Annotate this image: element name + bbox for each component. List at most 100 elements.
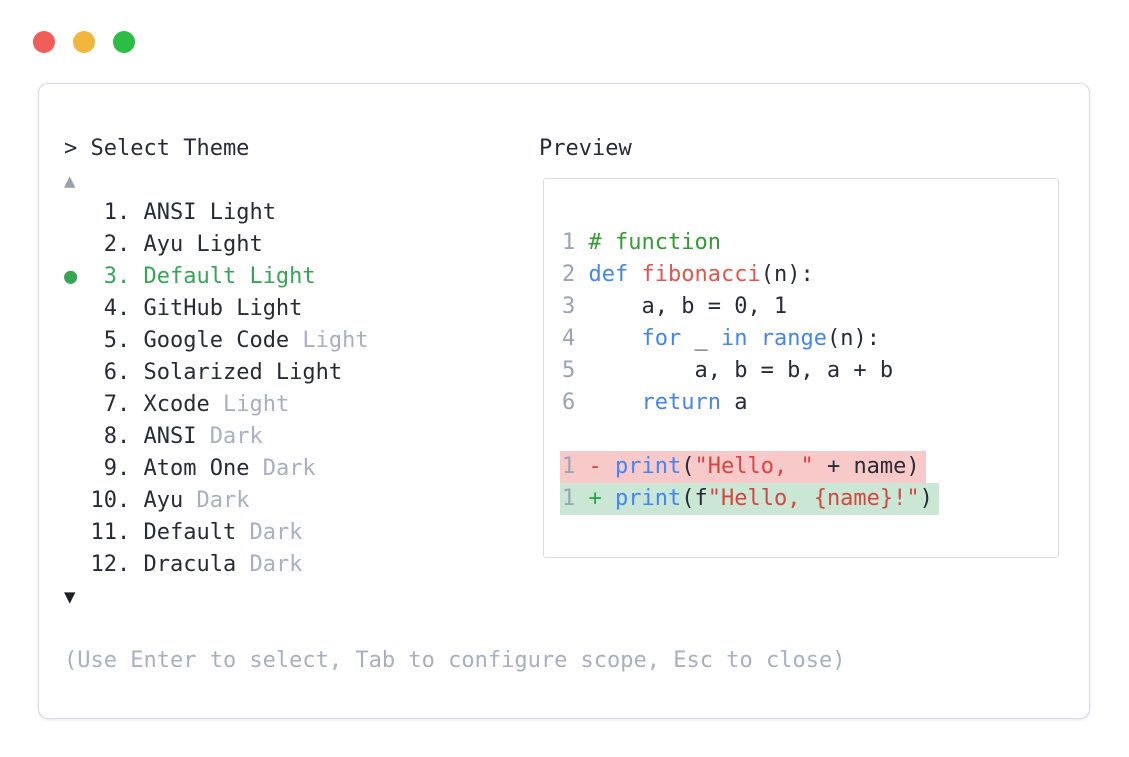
- code-token: print: [615, 486, 682, 511]
- line-content: 3 a, b = 0, 1: [562, 291, 787, 323]
- code-line: 2 def fibonacci(n):: [562, 259, 939, 291]
- code-token: for: [641, 326, 682, 351]
- code-token: -: [588, 454, 615, 479]
- theme-name: Xcode: [143, 392, 210, 417]
- bullet-spacer: [64, 360, 77, 385]
- theme-name: Dracula: [143, 552, 237, 577]
- bullet-spacer: [64, 456, 77, 481]
- line-content: 1 + print(f"Hello, {name}!"): [560, 483, 939, 515]
- theme-number: 4.: [77, 296, 144, 321]
- theme-name: Ayu Light: [143, 232, 263, 257]
- theme-variant-suffix: Light: [289, 328, 369, 353]
- theme-name: ANSI Light: [143, 200, 276, 225]
- line-number: 6: [562, 390, 589, 415]
- diff-line-added: 1 + print(f"Hello, {name}!"): [560, 483, 939, 515]
- traffic-light-close-button[interactable]: [33, 31, 55, 53]
- theme-list-item[interactable]: 10. Ayu Dark: [64, 485, 845, 517]
- theme-variant-suffix: Dark: [249, 456, 316, 481]
- line-content: 2 def fibonacci(n):: [562, 259, 814, 291]
- theme-name: ANSI: [143, 424, 197, 449]
- scroll-down-icon[interactable]: ▼: [64, 586, 76, 608]
- code-token: return: [641, 390, 721, 415]
- code-token: + name): [813, 454, 920, 479]
- code-token: [628, 262, 641, 287]
- theme-name: Atom One: [143, 456, 250, 481]
- traffic-light-minimize-button[interactable]: [73, 31, 95, 53]
- code-token: "Hello, ": [694, 454, 814, 479]
- theme-list-item[interactable]: 1. ANSI Light: [64, 197, 845, 229]
- theme-variant-suffix: Light: [209, 392, 290, 417]
- theme-selector-column: > Select Theme ▲ 1. ANSI Light 2. Ayu Li…: [64, 133, 845, 677]
- code-token: print: [615, 454, 682, 479]
- code-line: 6 return a: [562, 387, 939, 419]
- bullet-spacer: [64, 424, 77, 449]
- keyboard-hint: (Use Enter to select, Tab to configure s…: [64, 648, 846, 673]
- theme-variant-suffix: Dark: [236, 520, 303, 545]
- theme-number: 5.: [77, 328, 144, 353]
- theme-list-item[interactable]: 6. Solarized Light: [64, 357, 845, 389]
- window-controls: [33, 31, 135, 53]
- code-token: a, b = b, a + b: [588, 358, 894, 383]
- theme-list-item[interactable]: 8. ANSI Dark: [64, 421, 845, 453]
- code-token: a: [720, 390, 748, 415]
- code-token: (f: [681, 486, 708, 511]
- code-token: # function: [588, 230, 721, 255]
- code-line: 1 # function: [562, 227, 939, 259]
- code-token: [589, 390, 642, 415]
- theme-name: Ayu: [143, 488, 184, 513]
- code-token: +: [588, 486, 615, 511]
- code-line: 3 a, b = 0, 1: [562, 291, 939, 323]
- traffic-light-maximize-button[interactable]: [113, 31, 135, 53]
- select-theme-prompt: > Select Theme: [64, 136, 250, 161]
- code-token: (n):: [826, 326, 880, 351]
- line-number: 3: [562, 294, 589, 319]
- theme-name: Default Light: [143, 264, 316, 289]
- code-token: (: [681, 454, 695, 479]
- bullet-spacer: [64, 296, 77, 321]
- code-token: ): [919, 486, 933, 511]
- theme-number: 10.: [77, 488, 144, 513]
- bullet-spacer: [64, 200, 77, 225]
- line-content: 6 return a: [562, 387, 747, 419]
- theme-list-item[interactable]: 5. Google Code Light: [64, 325, 845, 357]
- theme-variant-suffix: Dark: [236, 552, 303, 577]
- bullet-spacer: [64, 392, 77, 417]
- theme-list-item[interactable]: 12. Dracula Dark: [64, 549, 845, 581]
- theme-list-item[interactable]: 4. GitHub Light: [64, 293, 845, 325]
- spacer: [64, 613, 845, 645]
- code-token: in: [720, 326, 748, 351]
- line-content: 1 - print("Hello, " + name): [560, 451, 926, 483]
- bullet-spacer: [64, 328, 77, 353]
- theme-list-item[interactable]: 2. Ayu Light: [64, 229, 845, 261]
- theme-name: Default: [143, 520, 237, 545]
- bullet-spacer: [64, 488, 77, 513]
- scroll-up-icon[interactable]: ▲: [64, 170, 76, 192]
- line-number: 1: [562, 230, 589, 255]
- theme-number: 8.: [77, 424, 144, 449]
- diff-line-removed: 1 - print("Hello, " + name): [560, 451, 939, 483]
- line-number: 5: [562, 358, 589, 383]
- code-token: def: [588, 262, 629, 287]
- line-content: 4 for _ in range(n):: [562, 323, 880, 355]
- code-token: fibonacci: [641, 262, 761, 287]
- theme-list-item[interactable]: 7. Xcode Light: [64, 389, 845, 421]
- theme-list: 1. ANSI Light 2. Ayu Light● 3. Default L…: [64, 197, 845, 581]
- theme-number: 6.: [77, 360, 144, 385]
- line-content: 1 # function: [562, 227, 721, 259]
- code-token: a, b = 0, 1: [588, 294, 788, 319]
- bullet-spacer: [64, 520, 77, 545]
- theme-variant-suffix: Dark: [183, 488, 250, 513]
- code-token: range: [760, 326, 827, 351]
- code-line: [562, 419, 939, 451]
- code-token: "Hello, {name}!": [707, 486, 920, 511]
- theme-list-item[interactable]: 9. Atom One Dark: [64, 453, 845, 485]
- theme-list-item[interactable]: ● 3. Default Light: [64, 261, 845, 293]
- theme-number: 7.: [77, 392, 144, 417]
- theme-variant-suffix: Dark: [196, 424, 263, 449]
- theme-list-item[interactable]: 11. Default Dark: [64, 517, 845, 549]
- theme-number: 12.: [77, 552, 144, 577]
- theme-number: 2.: [77, 232, 144, 257]
- line-number: 2: [562, 262, 589, 287]
